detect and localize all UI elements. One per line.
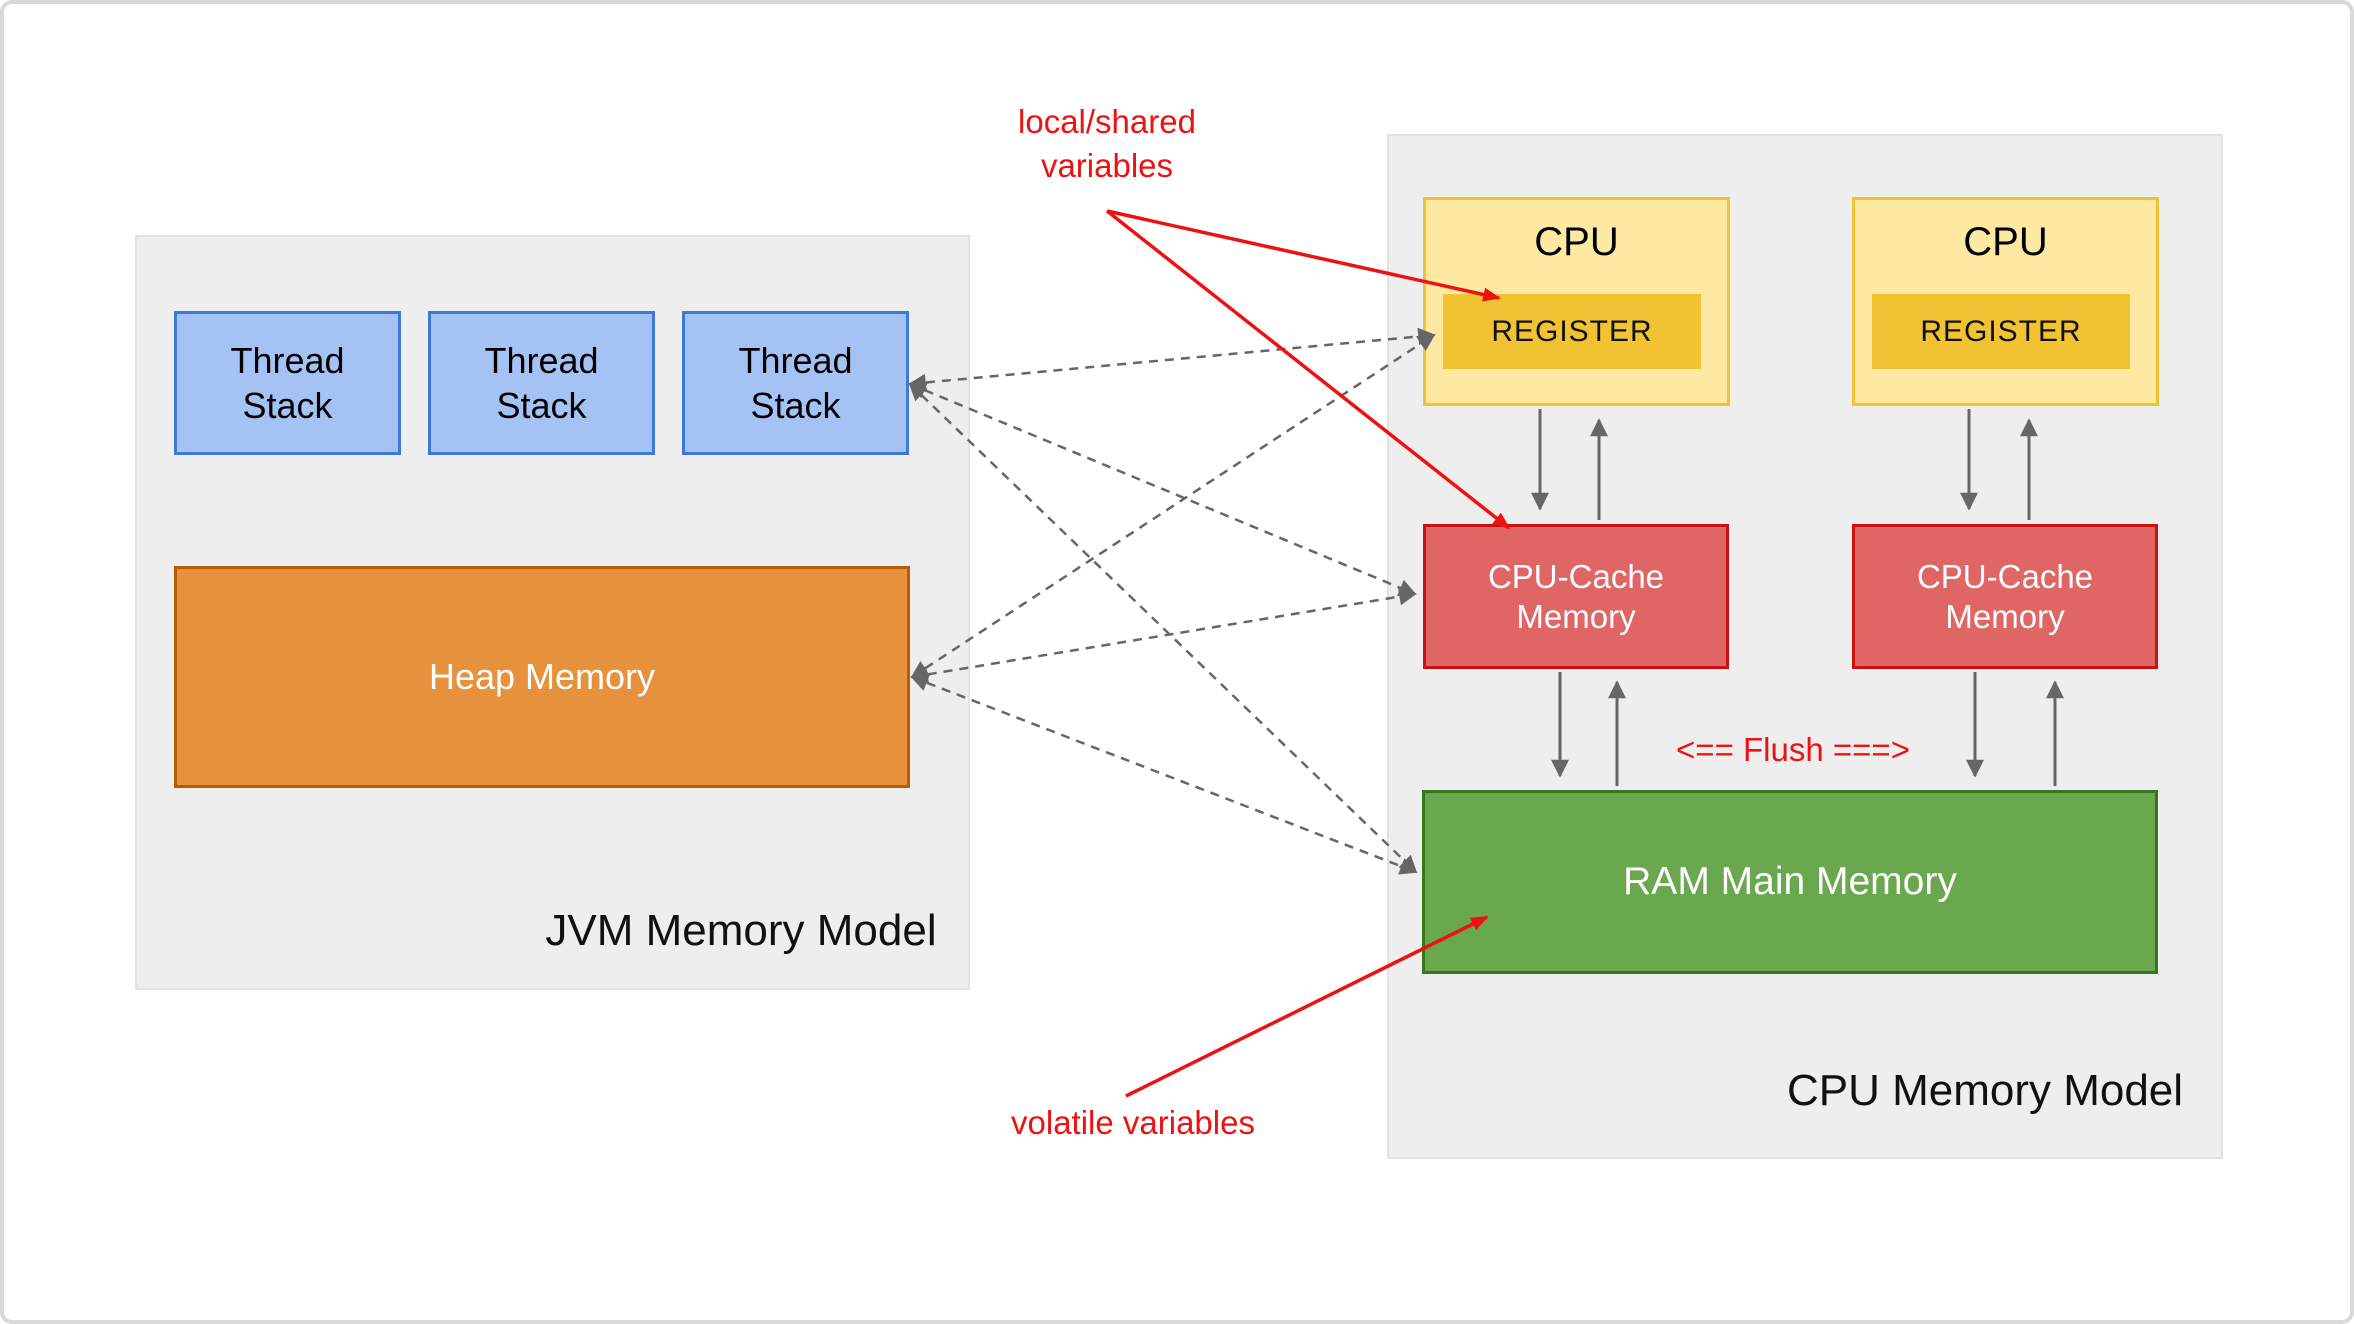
cpu-label: CPU [1963, 220, 2048, 264]
register-label: REGISTER [1491, 314, 1653, 348]
thread-stack-box-1: Thread Stack [174, 311, 401, 455]
heap-memory-label: Heap Memory [428, 656, 656, 697]
heap-memory-box: Heap Memory [174, 566, 910, 788]
cpu-cache-box-2: CPU-Cache Memory [1852, 524, 2158, 669]
dashed-connectors [908, 327, 1436, 875]
flush-annotation: <== Flush ===> [1676, 731, 1910, 768]
cpu-cache-box-1: CPU-Cache Memory [1423, 524, 1729, 669]
local-shared-variables-annotation: local/shared variables [957, 100, 1257, 187]
thread-stack-label-line1: Thread [484, 340, 599, 381]
thread-stack-label-line1: Thread [738, 340, 853, 381]
cpu-label: CPU [1534, 220, 1619, 264]
thread-stack-label-line2: Stack [496, 385, 587, 426]
thread-stack-box-2: Thread Stack [428, 311, 655, 455]
thread-stack-label-line2: Stack [750, 385, 841, 426]
thread-stack-label-line2: Stack [242, 385, 333, 426]
local-shared-line2: variables [1040, 146, 1174, 184]
jvm-panel-title: JVM Memory Model [545, 906, 937, 955]
cpu-cache-label-line2: Memory [1516, 597, 1636, 635]
ram-main-memory-label: RAM Main Memory [1623, 860, 1957, 903]
thread-stack-box-3: Thread Stack [682, 311, 909, 455]
cpu-cache-label-line1: CPU-Cache [1916, 557, 2094, 595]
thread-stack-label-line1: Thread [230, 340, 345, 381]
local-shared-line1: local/shared [1018, 103, 1196, 140]
ram-main-memory-box: RAM Main Memory [1422, 790, 2158, 974]
cpu-cache-label-line2: Memory [1945, 597, 2065, 635]
volatile-variables-annotation: volatile variables [1011, 1104, 1255, 1141]
cpu-panel-title: CPU Memory Model [1786, 1066, 2184, 1115]
register-box-1: REGISTER [1443, 294, 1701, 369]
cpu-cache-label-line1: CPU-Cache [1487, 557, 1665, 595]
register-box-2: REGISTER [1872, 294, 2130, 369]
register-label: REGISTER [1920, 314, 2082, 348]
